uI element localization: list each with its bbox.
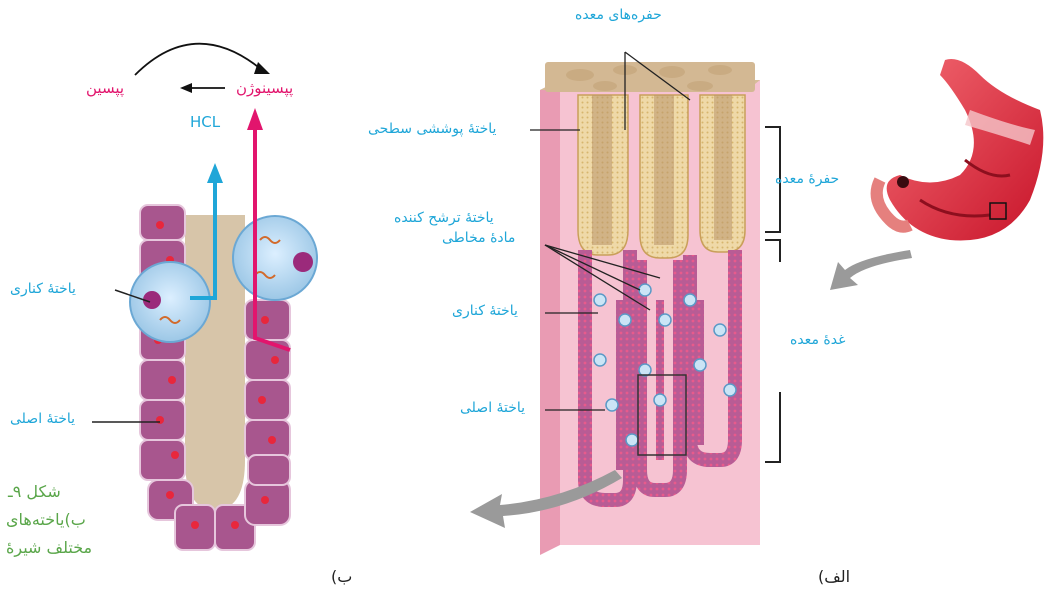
label-gastric-gland: غدهٔ معده [790, 332, 845, 348]
label-chief-cell-alef: یاختهٔ اصلی [460, 400, 525, 416]
label-parietal-cell-be: یاختهٔ کناری [10, 281, 76, 297]
label-surface-cell: یاختهٔ پوششی سطحی [368, 121, 496, 137]
label-mucous-cell-line2: مادهٔ مخاطی [442, 230, 515, 246]
curved-arrow [135, 44, 262, 75]
panel-label-be: ب) [331, 567, 352, 586]
label-hcl: HCL [190, 113, 220, 131]
pepsinogen-arrowhead [247, 108, 263, 130]
label-parietal-cell-alef: یاختهٔ کناری [452, 303, 518, 319]
label-pepsin: پپسین [86, 79, 124, 97]
caption-line3: مختلف شیرهٔ [6, 534, 92, 562]
label-chief-cell-be: یاختهٔ اصلی [10, 411, 75, 427]
label-gastric-pit: حفرهٔ معده [775, 171, 839, 187]
caption-line2: ب)یاخته‌های [6, 506, 86, 534]
gastric-pits [578, 95, 745, 258]
caption-line1: شکل ۹ـ [8, 478, 61, 506]
label-gastric-pits-top: حفره‌های معده [575, 7, 662, 23]
panel-label-alef: الف) [818, 567, 850, 586]
hcl-arrowhead [207, 163, 223, 183]
arrow-stomach-to-tissue [830, 250, 912, 290]
straight-arrowhead [180, 83, 192, 93]
curved-arrowhead [254, 62, 270, 74]
zoomed-gland [130, 205, 317, 550]
stomach-illustration [877, 59, 1044, 241]
label-mucous-cell: یاختهٔ ترشح کننده [394, 210, 494, 226]
label-pepsinogen: پپسینوژن [236, 79, 293, 97]
